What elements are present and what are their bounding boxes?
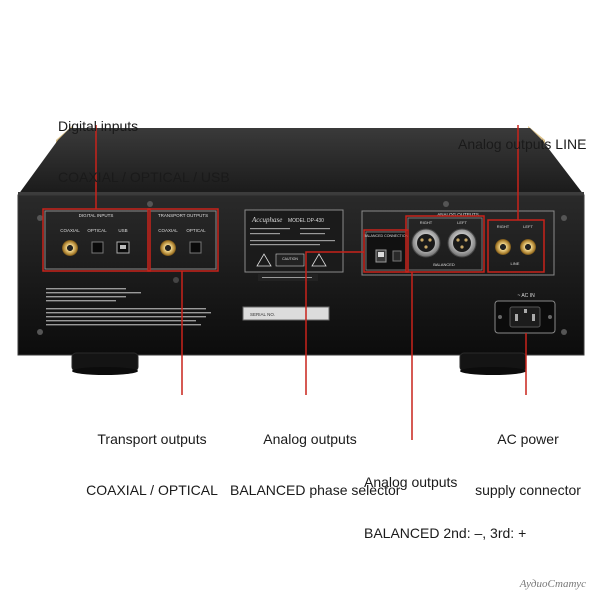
analog-outputs-title: ANALOG OUTPUTS [437, 212, 479, 217]
optical-input-port[interactable] [91, 241, 104, 254]
line-left-label: LEFT [523, 224, 533, 229]
leader-lines [95, 125, 527, 440]
line-label: LINE [511, 261, 520, 266]
callout-digital-inputs: Digital inputs COAXIAL / OPTICAL / USB [58, 84, 230, 203]
balanced-left-label: LEFT [457, 220, 467, 225]
top-cover [18, 128, 584, 195]
callout-ac-power-line2: supply connector [475, 482, 581, 498]
callout-ac-power-line1: AC power [497, 431, 559, 447]
callout-balanced-phase: Analog outputs BALANCED phase selector [230, 397, 401, 516]
callout-balanced-2nd-line1: Analog outputs [364, 474, 458, 490]
callout-transport-line2: COAXIAL / OPTICAL [86, 482, 218, 498]
rca-left-jack[interactable] [520, 239, 536, 255]
coaxial-output-jack[interactable] [160, 240, 176, 256]
callout-ac-power: AC power supply connector [470, 397, 586, 516]
callout-balanced-phase-line2: BALANCED phase selector [230, 482, 401, 498]
transport-coaxial-label: COAXIAL [158, 228, 178, 233]
callout-transport: Transport outputs COAXIAL / OPTICAL [80, 397, 224, 516]
callout-digital-inputs-line2: COAXIAL / OPTICAL / USB [58, 169, 230, 185]
callout-analog-line: Analog outputs LINE [458, 102, 586, 170]
digital-inputs-title: DIGITAL INPUTS [79, 213, 114, 218]
model-label: MODEL DP-430 [288, 218, 324, 224]
balanced-connection-label: BALANCED CONNECTION [364, 234, 409, 238]
coaxial-label: COAXIAL [60, 228, 80, 233]
serial-label: SERIAL NO. [250, 312, 275, 317]
compliance-fineprint [46, 288, 211, 326]
balanced-right-label: RIGHT [420, 220, 433, 225]
transport-optical-label: OPTICAL [186, 228, 206, 233]
callout-analog-line-line1: Analog outputs LINE [458, 136, 587, 152]
rca-right-jack[interactable] [495, 239, 511, 255]
callout-balanced-phase-line1: Analog outputs [263, 431, 357, 447]
serial-plate [242, 306, 330, 321]
optical-label: OPTICAL [87, 228, 107, 233]
callout-transport-line1: Transport outputs [97, 431, 207, 447]
coaxial-input-jack[interactable] [62, 240, 78, 256]
callout-balanced-2nd: Analog outputs BALANCED 2nd: –, 3rd: + [364, 440, 526, 559]
balanced-label: BALANCED [433, 262, 455, 267]
analog-outputs-section [361, 210, 555, 276]
callout-digital-inputs-line1: Digital inputs [58, 118, 139, 134]
line-right-label: RIGHT [497, 224, 510, 229]
watermark-logo: АудиоСтатус [519, 578, 586, 590]
ac-in-label: ~ AC IN [517, 293, 535, 299]
callout-balanced-2nd-line2: BALANCED 2nd: –, 3rd: + [364, 525, 527, 541]
transport-outputs-title: TRANSPORT OUTPUTS [158, 213, 208, 218]
brand-logo: Accuphase [251, 216, 282, 224]
caution-label: CAUTION [282, 257, 298, 261]
optical-output-port[interactable] [189, 241, 202, 254]
usb-label: USB [118, 228, 127, 233]
